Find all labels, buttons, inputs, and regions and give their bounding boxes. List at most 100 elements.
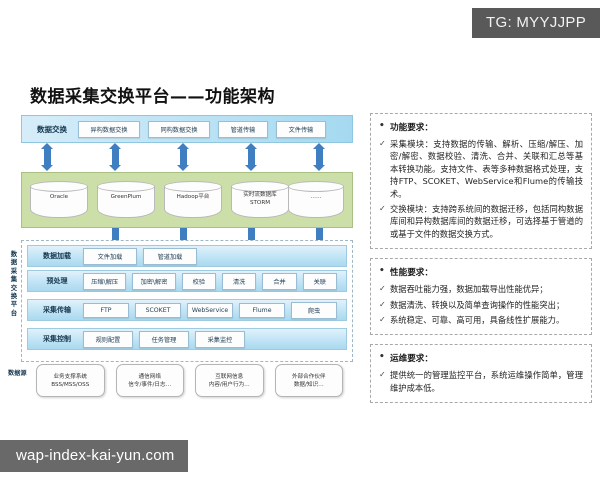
chip-merge[interactable]: 合并 (262, 272, 297, 290)
bullet-icon: • (379, 121, 385, 131)
chip-pipe-load[interactable]: 管道加载 (143, 247, 197, 265)
ds-line2: 数据/知识… (293, 381, 324, 388)
bullet-icon: • (379, 352, 385, 363)
db-label-line1: Oracle (49, 194, 69, 200)
chip-compress[interactable]: 压缩\解压 (83, 272, 127, 290)
arrow-row-lower (21, 228, 353, 240)
row-label-collect-transfer: 采集传输 (43, 306, 71, 314)
ds-line1: 外部合作伙伴 (291, 373, 326, 380)
requirement-item: ✓ 系统稳定、可靠、高可用，具备线性扩展能力。 (379, 314, 583, 326)
requirements-heading-operations: • 运维要求： (379, 352, 583, 364)
requirement-text: 数据清洗、转换以及简单查询操作的性能突出； (390, 299, 565, 310)
data-source-network[interactable]: 通信网络 信令/事件/日志… (115, 364, 184, 397)
check-icon: ✓ (379, 315, 386, 325)
chip-rule-config[interactable]: 规则配置 (83, 330, 133, 348)
requirement-text: 提供统一的管理监控平台，系统运维操作简单，管理维护成本低。 (390, 370, 583, 393)
requirement-item: ✓ 交换模块：支持跨系统间的数据迁移，包括同构数据库间和异构数据库间的数据迁移，… (379, 203, 583, 240)
site-watermark: wap-index-kai-yun.com (0, 440, 189, 472)
requirement-item: ✓ 数据吞吐能力强，数据加载导出性能优异； (379, 283, 583, 295)
chip-flume[interactable]: Flume (239, 302, 285, 318)
check-icon: ✓ (379, 370, 386, 380)
chip-encrypt[interactable]: 加密\解密 (132, 272, 176, 290)
chip-crawler[interactable]: 爬虫 (291, 301, 337, 319)
database-cylinder-greenplum[interactable]: GreenPlum (97, 181, 155, 221)
exchange-chip-file-transfer[interactable]: 文件传输 (276, 120, 326, 138)
db-label-line1: …… (310, 194, 322, 200)
arrow-up-icon (177, 228, 190, 240)
row-label-collect-control: 采集控制 (43, 335, 71, 343)
heading-text: 运维要求： (390, 354, 433, 365)
double-arrow-vertical-icon (177, 143, 190, 171)
bullet-icon: • (379, 266, 385, 277)
check-icon: ✓ (379, 299, 386, 309)
platform-row-data-load: 数据加载 文件加载 管道加载 (27, 245, 347, 267)
check-icon: ✓ (379, 139, 386, 148)
page-title: 数据采集交换平台——功能架构 (30, 87, 275, 107)
ds-line1: 业务支撑系统 (53, 373, 88, 380)
data-source-bss[interactable]: 业务支撑系统 BSS/MSS/OSS (36, 364, 105, 397)
double-arrow-vertical-icon (313, 143, 326, 171)
data-source-internet[interactable]: 互联网信息 内容/用户行为… (195, 364, 264, 397)
db-label-line1: Hadoop平台 (176, 194, 210, 200)
exchange-chip-pipe-transfer[interactable]: 管道传输 (218, 120, 268, 138)
row-label-data-load: 数据加载 (43, 252, 71, 260)
requirement-item: ✓ 提供统一的管理监控平台，系统运维操作简单，管理维护成本低。 (379, 369, 583, 394)
platform-row-collect-transfer: 采集传输 FTP SCOKET WebService Flume 爬虫 (27, 299, 347, 321)
double-arrow-vertical-icon (109, 143, 122, 171)
requirement-item: ✓ 采集模块：支持数据的传输、解析、压缩/解压、加密/解密、数据校验、清洗、合并… (379, 138, 583, 200)
ds-line2: 信令/事件/日志… (128, 381, 172, 388)
platform-vertical-label: 数据采集交换平台 (10, 250, 18, 317)
check-icon: ✓ (379, 284, 386, 294)
requirements-heading-performance: • 性能要求： (379, 266, 583, 278)
requirements-panel: • 功能要求： ✓ 采集模块：支持数据的传输、解析、压缩/解压、加密/解密、数据… (370, 113, 592, 412)
data-source-row: 业务支撑系统 BSS/MSS/OSS 通信网络 信令/事件/日志… 互联网信息 … (36, 364, 354, 400)
chip-associate[interactable]: 关联 (302, 272, 338, 290)
chip-scoket[interactable]: SCOKET (135, 302, 181, 318)
chip-clean[interactable]: 清洗 (222, 272, 257, 290)
architecture-diagram: 数据交换 异构数据交换 同构数据交换 管道传输 文件传输 Oracle Gree… (8, 112, 360, 417)
chip-collect-monitor[interactable]: 采集监控 (195, 330, 245, 348)
data-source-partner[interactable]: 外部合作伙伴 数据/知识… (274, 364, 343, 397)
arrow-up-icon (109, 228, 122, 240)
requirement-text: 系统稳定、可靠、高可用，具备线性扩展能力。 (390, 315, 565, 326)
chip-webservice[interactable]: WebService (187, 302, 233, 318)
platform-row-preprocess: 预处理 压缩\解压 加密\解密 校验 清洗 合并 关联 (27, 270, 347, 292)
ds-line2: BSS/MSS/OSS (51, 381, 90, 388)
chip-task-management[interactable]: 任务管理 (139, 330, 189, 348)
requirements-box-performance: • 性能要求： ✓ 数据吞吐能力强，数据加载导出性能优异； ✓ 数据清洗、转换以… (370, 258, 592, 336)
requirement-text: 数据吞吐能力强，数据加载导出性能优异； (390, 284, 548, 295)
database-cylinder-storm[interactable]: 实时流数据库 STORM (231, 181, 289, 221)
platform-container: 数据加载 文件加载 管道加载 预处理 压缩\解压 加密\解密 校验 清洗 合并 … (21, 240, 353, 362)
exchange-band-label: 数据交换 (37, 124, 67, 134)
chip-ftp[interactable]: FTP (83, 302, 129, 318)
requirements-box-functional: • 功能要求： ✓ 采集模块：支持数据的传输、解析、压缩/解压、加密/解密、数据… (370, 113, 592, 250)
database-cylinder-more[interactable]: …… (288, 181, 344, 221)
row-label-preprocess: 预处理 (46, 277, 68, 285)
double-arrow-vertical-icon (245, 143, 258, 171)
double-arrow-vertical-icon (41, 143, 54, 171)
tg-watermark-badge: TG: MYYJJPP (472, 8, 600, 38)
data-source-label: 数据源 (8, 370, 27, 377)
db-label-line1: GreenPlum (110, 194, 142, 200)
arrow-row-upper (21, 143, 353, 172)
db-label-line2: STORM (249, 199, 271, 206)
requirement-text: 采集模块：支持数据的传输、解析、压缩/解压、加密/解密、数据校验、清洗、合并、关… (390, 139, 583, 199)
ds-line1: 通信网络 (138, 373, 161, 380)
chip-verify[interactable]: 校验 (181, 272, 216, 290)
exchange-chip-homogeneous[interactable]: 同构数据交换 (148, 120, 210, 138)
database-cylinder-oracle[interactable]: Oracle (30, 181, 88, 221)
exchange-chip-heterogeneous[interactable]: 异构数据交换 (78, 120, 140, 138)
database-cylinder-hadoop[interactable]: Hadoop平台 (164, 181, 222, 221)
arrow-up-icon (245, 228, 258, 240)
db-label-line1: 实时流数据库 (243, 192, 277, 198)
platform-row-collect-control: 采集控制 规则配置 任务管理 采集监控 (27, 328, 347, 350)
requirement-text: 交换模块：支持跨系统间的数据迁移，包括同构数据库间和异构数据库间的数据迁移，可选… (390, 204, 583, 239)
requirements-box-operations: • 运维要求： ✓ 提供统一的管理监控平台，系统运维操作简单，管理维护成本低。 (370, 344, 592, 404)
heading-text: 功能要求： (390, 123, 433, 133)
check-icon: ✓ (379, 204, 386, 214)
chip-file-load[interactable]: 文件加载 (83, 247, 137, 265)
exchange-band: 数据交换 异构数据交换 同构数据交换 管道传输 文件传输 (21, 115, 353, 143)
requirement-item: ✓ 数据清洗、转换以及简单查询操作的性能突出； (379, 299, 583, 311)
requirements-heading-functional: • 功能要求： (379, 121, 583, 133)
